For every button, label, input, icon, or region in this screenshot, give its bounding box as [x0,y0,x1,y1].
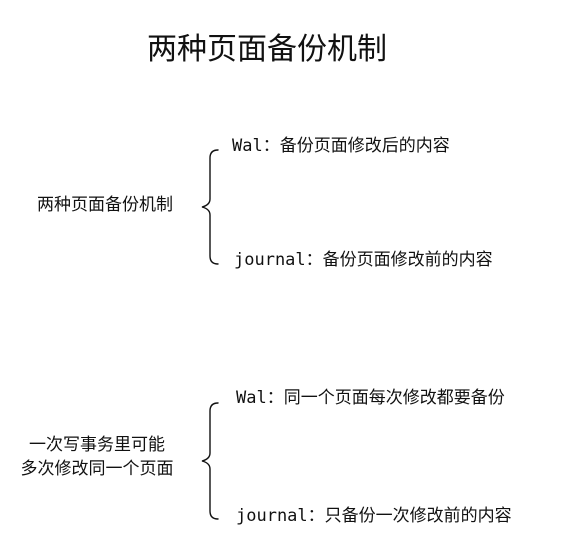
diagram-title: 两种页面备份机制 [147,32,387,67]
separator: ： [305,250,323,270]
root-node-2: 一次写事务里可能 多次修改同一个页面 [0,433,194,481]
branch-1-2: journal：备份页面修改前的内容 [234,248,493,272]
branch-2-1-text: 同一个页面每次修改都要备份 [283,388,505,408]
branch-2-2-text: 只备份一次修改前的内容 [324,506,512,526]
root-node-1-line-1: 两种页面备份机制 [37,195,173,215]
separator: ： [307,506,325,526]
branch-1-2-text: 备份页面修改前的内容 [322,250,493,270]
separator: ： [262,136,280,156]
separator: ： [266,388,284,408]
branch-1-1-keyword: Wal [232,136,263,156]
branch-2-1-keyword: Wal [236,388,267,408]
branch-1-1: Wal：备份页面修改后的内容 [232,134,450,158]
branch-2-2-keyword: journal [236,506,308,526]
branch-1-2-keyword: journal [234,250,306,270]
branch-2-2: journal：只备份一次修改前的内容 [236,504,512,528]
root-node-1: 两种页面备份机制 [10,193,200,217]
branch-2-1: Wal：同一个页面每次修改都要备份 [236,386,505,410]
root-node-2-line-2: 多次修改同一个页面 [20,459,174,479]
brace-icon [201,149,219,265]
branch-1-1-text: 备份页面修改后的内容 [279,136,450,156]
brace-icon [201,402,219,520]
root-node-2-line-1: 一次写事务里可能 [29,435,165,455]
